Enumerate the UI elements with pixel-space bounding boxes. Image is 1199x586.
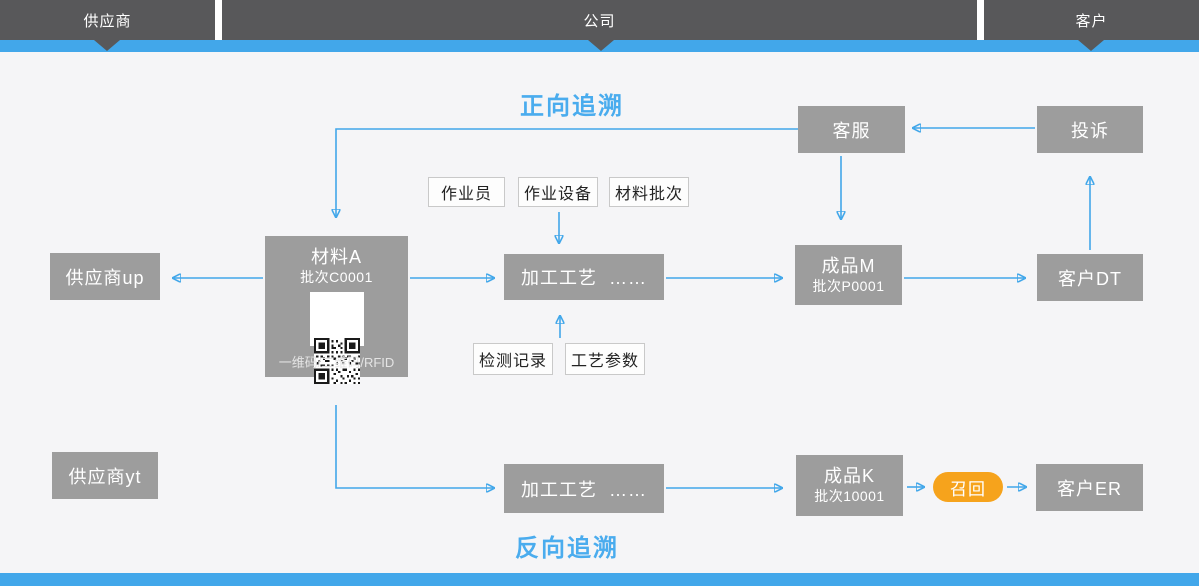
node-customer-er: 客户ER — [1036, 464, 1143, 511]
node-process-bottom: 加工工艺 …… — [504, 464, 664, 513]
bottom-blue-bar — [0, 573, 1199, 586]
node-supplier-up: 供应商up — [50, 253, 160, 300]
backward-trace-title: 反向追溯 — [515, 535, 619, 562]
product-k-batch: 批次10001 — [814, 488, 885, 504]
product-m-batch: 批次P0001 — [812, 277, 885, 294]
lane-header-supplier: 供应商 — [0, 0, 215, 40]
material-a-batch: 批次C0001 — [300, 269, 373, 285]
node-material-a: 材料A 批次C0001 一维码/二维码/RFID — [265, 236, 408, 384]
tag-process-params: 工艺参数 — [565, 343, 645, 375]
node-complaint: 投诉 — [1037, 106, 1143, 153]
node-customer-service: 客服 — [798, 106, 905, 153]
material-a-name: 材料A — [310, 247, 362, 267]
lane-pointer-supplier-icon — [94, 40, 120, 51]
lane-label-supplier: 供应商 — [83, 12, 132, 30]
lane-pointer-company-icon — [588, 40, 614, 51]
node-supplier-yt: 供应商yt — [52, 452, 158, 499]
tag-operator: 作业员 — [428, 177, 505, 207]
arrow-materiala-to-process-bottom — [335, 405, 493, 488]
lane-label-customer: 客户 — [1075, 12, 1108, 30]
node-product-k: 成品K 批次10001 — [796, 455, 903, 516]
lane-pointer-customer-icon — [1078, 40, 1104, 51]
node-process-top: 加工工艺 …… — [504, 254, 664, 300]
forward-trace-title: 正向追溯 — [520, 93, 624, 120]
material-a-code-caption: 一维码/二维码/RFID — [278, 355, 395, 370]
product-m-name: 成品M — [821, 255, 876, 276]
tag-equipment: 作业设备 — [518, 177, 598, 207]
product-k-name: 成品K — [823, 466, 875, 486]
tag-material-batch: 材料批次 — [609, 177, 689, 207]
lane-header-company: 公司 — [222, 0, 977, 40]
lane-label-company: 公司 — [583, 12, 616, 30]
node-recall-badge: 召回 — [933, 472, 1003, 502]
node-product-m: 成品M 批次P0001 — [795, 245, 902, 305]
node-customer-dt: 客户DT — [1037, 254, 1143, 301]
lane-header-customer: 客户 — [984, 0, 1199, 40]
qr-code-icon — [309, 292, 364, 384]
tag-inspection-record: 检测记录 — [473, 343, 553, 375]
